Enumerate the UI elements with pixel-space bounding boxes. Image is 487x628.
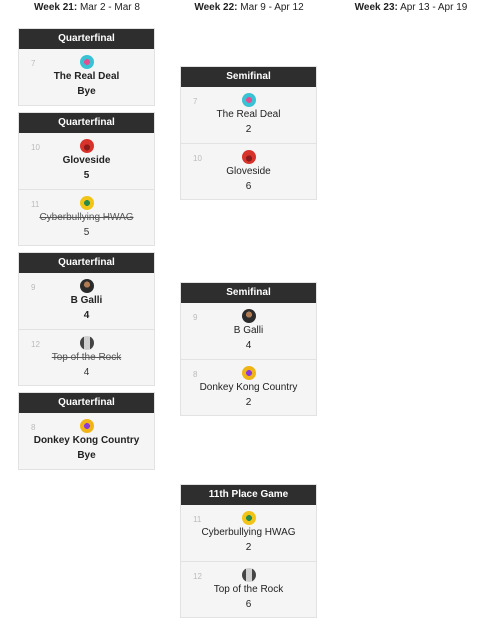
matchup-title: Quarterfinal <box>19 29 154 49</box>
team-seed: 9 <box>193 313 198 322</box>
team-score: 4 <box>83 367 90 378</box>
team-name[interactable]: B Galli <box>233 325 264 336</box>
team-row[interactable]: 12 Top of the Rock 6 <box>181 561 316 617</box>
team-row[interactable]: 7 The Real Deal 2 <box>181 87 316 143</box>
team-score: 5 <box>83 170 90 181</box>
the-real-deal-avatar <box>242 93 256 107</box>
team-row[interactable]: 12 Top of the Rock 4 <box>19 329 154 385</box>
gloveside-avatar <box>242 150 256 164</box>
team-name[interactable]: Top of the Rock <box>213 584 284 595</box>
team-seed: 8 <box>31 423 36 432</box>
team-seed: 10 <box>193 154 202 163</box>
week-range: Mar 2 - Mar 8 <box>79 2 140 13</box>
team-score: 4 <box>83 310 90 321</box>
matchup-semifinal-2[interactable]: Semifinal 9 B Galli 4 8 Donkey Kong Coun… <box>180 282 317 416</box>
team-seed: 8 <box>193 370 198 379</box>
the-real-deal-avatar <box>80 55 94 69</box>
week-header-23: Week 23: Apr 13 - Apr 19 <box>331 2 487 13</box>
donkey-kong-country-avatar <box>242 366 256 380</box>
team-row[interactable]: 9 B Galli 4 <box>19 273 154 329</box>
team-seed: 11 <box>193 515 202 524</box>
week-header-21: Week 21: Mar 2 - Mar 8 <box>7 2 167 13</box>
team-name[interactable]: Cyberbullying HWAG <box>201 527 296 538</box>
matchup-11th-place-game[interactable]: 11th Place Game 11 Cyberbullying HWAG 2 … <box>180 484 317 618</box>
matchup-quarterfinal-3[interactable]: Quarterfinal 9 B Galli 4 12 Top of the R… <box>18 252 155 386</box>
team-name[interactable]: Cyberbullying HWAG <box>39 212 134 223</box>
team-seed: 9 <box>31 283 36 292</box>
week-header-22: Week 22: Mar 9 - Apr 12 <box>169 2 329 13</box>
b-galli-avatar <box>242 309 256 323</box>
team-row[interactable]: 10 Gloveside 5 <box>19 133 154 189</box>
matchup-semifinal-1[interactable]: Semifinal 7 The Real Deal 2 10 Gloveside… <box>180 66 317 200</box>
team-row[interactable]: 10 Gloveside 6 <box>181 143 316 199</box>
week-range: Mar 9 - Apr 12 <box>240 2 304 13</box>
team-seed: 12 <box>31 340 40 349</box>
gloveside-avatar <box>80 139 94 153</box>
matchup-quarterfinal-2[interactable]: Quarterfinal 10 Gloveside 5 11 Cyberbull… <box>18 112 155 246</box>
team-score: 6 <box>245 599 252 610</box>
team-score: Bye <box>77 86 96 97</box>
week-label: Week 23: <box>354 2 398 13</box>
team-name[interactable]: B Galli <box>70 295 103 306</box>
matchup-title: Quarterfinal <box>19 393 154 413</box>
team-row[interactable]: 8 Donkey Kong Country Bye <box>19 413 154 469</box>
team-name[interactable]: Top of the Rock <box>51 352 122 363</box>
team-score: 2 <box>245 124 252 135</box>
team-row[interactable]: 8 Donkey Kong Country 2 <box>181 359 316 415</box>
team-seed: 11 <box>31 200 40 209</box>
matchup-title: Quarterfinal <box>19 113 154 133</box>
week-label: Week 21: <box>34 2 78 13</box>
matchup-title: 11th Place Game <box>181 485 316 505</box>
week-range: Apr 13 - Apr 19 <box>400 2 468 13</box>
team-name[interactable]: Gloveside <box>62 155 111 166</box>
team-score: Bye <box>77 450 96 461</box>
matchup-quarterfinal-1[interactable]: Quarterfinal 7 The Real Deal Bye <box>18 28 155 106</box>
cyberbullying-hwag-avatar <box>80 196 94 210</box>
team-row[interactable]: 11 Cyberbullying HWAG 5 <box>19 189 154 245</box>
team-name[interactable]: The Real Deal <box>53 71 120 82</box>
matchup-title: Semifinal <box>181 283 316 303</box>
matchup-quarterfinal-4[interactable]: Quarterfinal 8 Donkey Kong Country Bye <box>18 392 155 470</box>
matchup-title: Quarterfinal <box>19 253 154 273</box>
top-of-the-rock-avatar <box>80 336 94 350</box>
cyberbullying-hwag-avatar <box>242 511 256 525</box>
team-score: 2 <box>245 542 252 553</box>
donkey-kong-country-avatar <box>80 419 94 433</box>
team-name[interactable]: Donkey Kong Country <box>33 435 140 446</box>
team-seed: 10 <box>31 143 40 152</box>
team-row[interactable]: 7 The Real Deal Bye <box>19 49 154 105</box>
team-seed: 7 <box>193 97 198 106</box>
week-label: Week 22: <box>194 2 238 13</box>
team-seed: 12 <box>193 572 202 581</box>
team-score: 5 <box>83 227 90 238</box>
b-galli-avatar <box>80 279 94 293</box>
team-seed: 7 <box>31 59 36 68</box>
top-of-the-rock-avatar <box>242 568 256 582</box>
team-name[interactable]: The Real Deal <box>216 109 281 120</box>
team-score: 2 <box>245 397 252 408</box>
team-row[interactable]: 11 Cyberbullying HWAG 2 <box>181 505 316 561</box>
team-name[interactable]: Donkey Kong Country <box>199 382 298 393</box>
team-name[interactable]: Gloveside <box>226 166 271 177</box>
matchup-title: Semifinal <box>181 67 316 87</box>
team-row[interactable]: 9 B Galli 4 <box>181 303 316 359</box>
team-score: 4 <box>245 340 252 351</box>
team-score: 6 <box>245 181 252 192</box>
